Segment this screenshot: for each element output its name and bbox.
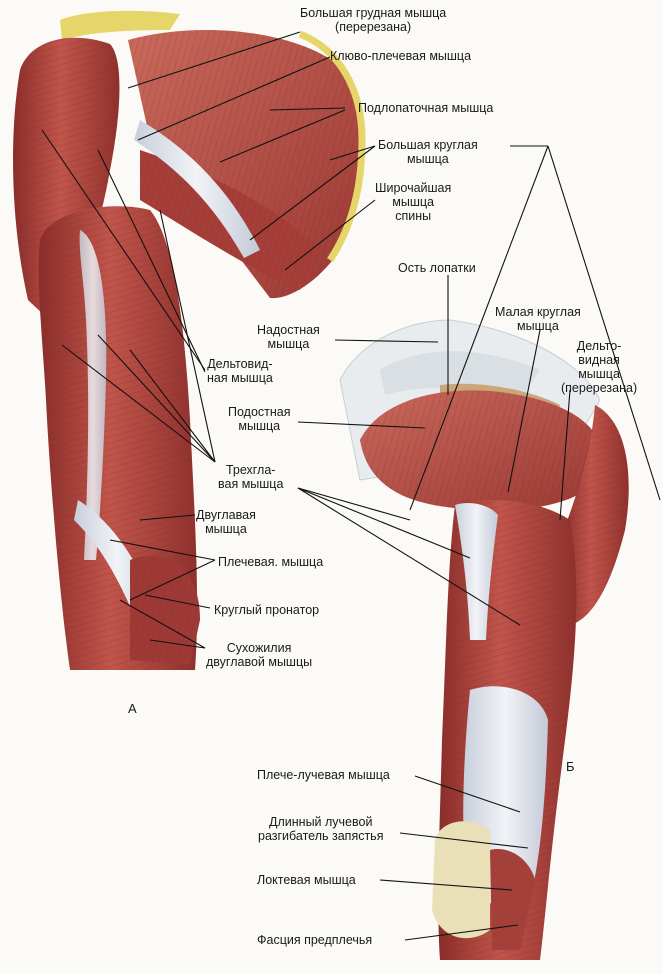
label-pectoralis-major: Большая грудная мышца (перерезана) [300, 6, 447, 34]
label-biceps-tendons: Сухожилия двуглавой мышцы [206, 641, 313, 669]
label-supraspinatus: Надостная мышца [257, 323, 320, 351]
label-teres-minor: Малая круглая мышца [495, 305, 581, 333]
label-coracobrachialis: Клюво-плечевая мышца [330, 49, 472, 63]
panel-label-a: А [128, 701, 137, 716]
triceps-long-head-tendon [455, 503, 498, 640]
label-subscapularis: Подлопаточная мышца [358, 101, 494, 115]
label-latissimus-dorsi: Широчайшая мышца спины [375, 181, 452, 223]
olecranon [432, 821, 490, 939]
label-infraspinatus: Подостная мышца [228, 405, 291, 433]
leader-lines [41, 31, 661, 941]
label-brachioradialis: Плече-лучевая мышца [257, 768, 390, 782]
label-forearm-fascia: Фасция предплечья [257, 933, 373, 947]
label-deltoid-a: Дельтовид- ная мышца [207, 357, 273, 385]
label-deltoid-b: Дельто- видная мышца (перерезана) [561, 339, 638, 395]
label-pronator-teres: Круглый пронатор [214, 603, 320, 617]
panel-label-b: Б [566, 759, 575, 774]
label-biceps: Двуглавая мышца [196, 508, 256, 536]
label-anconeus: Локтевая мышца [257, 873, 356, 887]
label-ext-carpi-radialis-longus: Длинный лучевой разгибатель запястья [258, 815, 384, 843]
biceps-tendon-strip [79, 230, 107, 560]
label-scapular-spine: Ость лопатки [398, 261, 476, 275]
anconeus-muscle [490, 849, 535, 950]
label-brachialis: Плечевая. мышца [218, 555, 324, 569]
scapula-border [298, 30, 366, 262]
figure-a [13, 10, 366, 670]
figure-b [339, 319, 629, 960]
latissimus-tendon [134, 120, 260, 258]
label-triceps: Трехгла- вая мышца [218, 463, 284, 491]
label-teres-major: Большая круглая мышца [378, 138, 478, 166]
